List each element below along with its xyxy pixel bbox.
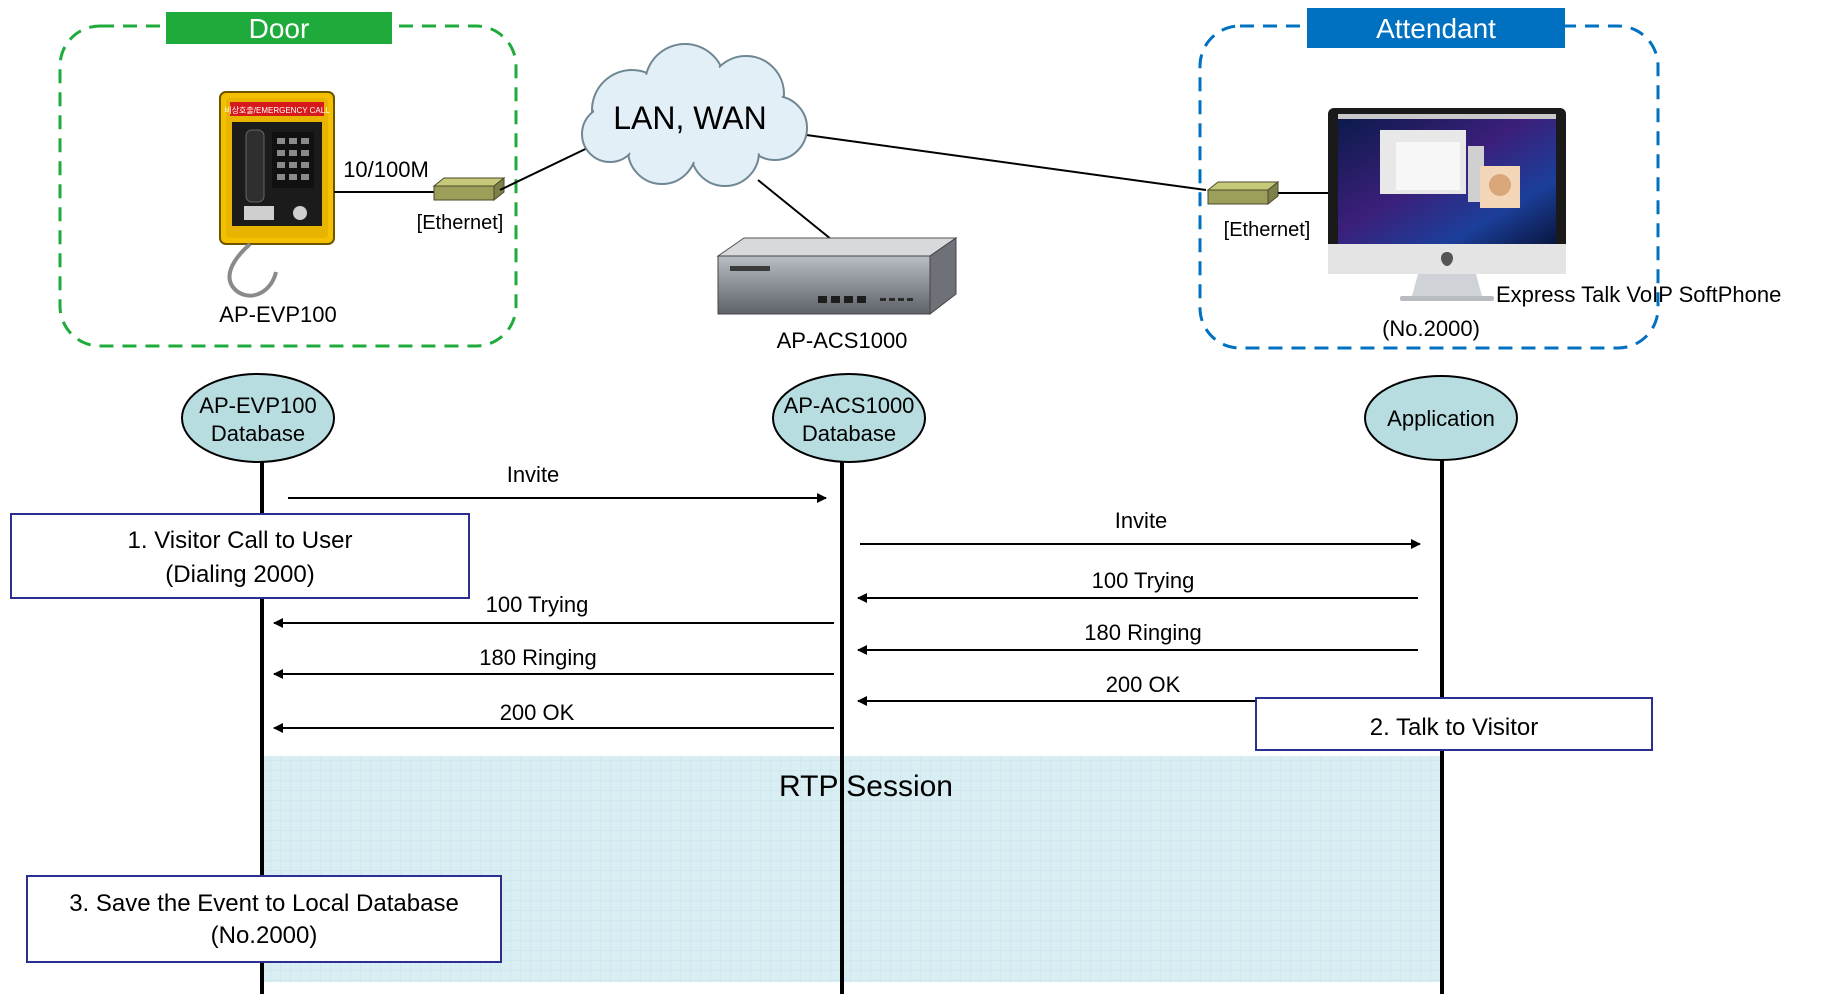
ethernet-switch-right-icon xyxy=(1206,180,1280,206)
lan-wan-cloud-icon xyxy=(581,43,808,187)
note-visitor-call: 1. Visitor Call to User (Dialing 2000) xyxy=(10,513,470,599)
message-invite-evp-to-acs: Invite xyxy=(288,462,827,503)
note-talk-to-visitor: 2. Talk to Visitor xyxy=(1255,697,1653,751)
message-label: 180 Ringing xyxy=(479,645,596,670)
message-200-ok-acs-to-evp: 200 OK xyxy=(273,700,834,733)
lifeline-title: AP-EVP100 xyxy=(199,393,316,418)
message-label: 180 Ringing xyxy=(1084,620,1201,645)
ap-acs1000-server-image xyxy=(716,237,958,316)
ethernet-left-label: [Ethernet] xyxy=(417,212,504,234)
message-invite-acs-to-app: Invite xyxy=(860,508,1421,549)
message-180-ringing-acs-to-evp: 180 Ringing xyxy=(273,645,834,679)
link-speed-label: 10/100M xyxy=(343,157,429,182)
message-180-ringing-app-to-acs: 180 Ringing xyxy=(857,620,1418,655)
topology-section: Door 비상호출/EMERGENCY CALL xyxy=(58,8,1781,353)
lifeline-title: Application xyxy=(1387,406,1495,431)
lifeline-node-acs1000 xyxy=(772,373,926,463)
note-line: (No.2000) xyxy=(211,922,318,949)
door-group: Door 비상호출/EMERGENCY CALL xyxy=(58,12,518,348)
message-label: 200 OK xyxy=(1106,672,1181,697)
message-label: Invite xyxy=(507,462,560,487)
lifeline-node-evp100 xyxy=(181,373,335,463)
message-100-trying-acs-to-evp: 100 Trying xyxy=(273,592,834,628)
message-label: Invite xyxy=(1115,508,1168,533)
server-device-label: AP-ACS1000 xyxy=(777,328,908,353)
rtp-session-label: RTP Session xyxy=(779,770,953,803)
ap-evp100-phone-image: 비상호출/EMERGENCY CALL xyxy=(219,91,335,298)
cloud-to-server-link xyxy=(757,179,843,249)
switch-left-to-cloud-link xyxy=(499,141,601,191)
note-save-event: 3. Save the Event to Local Database (No.… xyxy=(26,875,502,963)
cloud-to-switch-right-link xyxy=(791,132,1207,191)
message-200-ok-app-to-acs: 200 OK xyxy=(857,672,1258,706)
note-line: 1. Visitor Call to User xyxy=(128,527,353,554)
note-line: 3. Save the Event to Local Database xyxy=(69,890,459,917)
lifeline-subtitle: Database xyxy=(802,421,896,446)
message-100-trying-app-to-acs: 100 Trying xyxy=(857,568,1418,603)
imac-computer-image xyxy=(1328,108,1566,301)
attendant-title: Attendant xyxy=(1376,13,1496,44)
lifeline-head-evp100: AP-EVP100 Database xyxy=(181,373,335,463)
sequence-section: RTP Session AP-EVP100 Database AP-ACS100… xyxy=(10,373,1653,994)
message-label: 100 Trying xyxy=(1092,568,1195,593)
note-line: (Dialing 2000) xyxy=(165,561,314,588)
lifeline-node-application xyxy=(1364,375,1518,461)
softphone-label: Express Talk VoIP SoftPhone xyxy=(1496,282,1781,307)
note-line: 2. Talk to Visitor xyxy=(1370,714,1539,741)
door-title: Door xyxy=(249,13,310,44)
door-panel-label: 비상호출/EMERGENCY CALL xyxy=(224,105,330,115)
ethernet-right-label: [Ethernet] xyxy=(1224,219,1311,241)
lifeline-title: AP-ACS1000 xyxy=(784,393,915,418)
lifeline-subtitle: Database xyxy=(211,421,305,446)
door-device-label: AP-EVP100 xyxy=(219,302,336,327)
door-title-bar xyxy=(166,12,392,44)
message-label: 200 OK xyxy=(500,700,575,725)
lifeline-head-acs1000: AP-ACS1000 Database xyxy=(772,373,926,463)
attendant-title-bar xyxy=(1307,8,1565,48)
softphone-number: (No.2000) xyxy=(1382,316,1480,341)
message-label: 100 Trying xyxy=(486,592,589,617)
cloud-label: LAN, WAN xyxy=(613,100,767,136)
ethernet-switch-left-icon xyxy=(432,176,506,202)
attendant-group: Attendant [Ethernet] xyxy=(1198,8,1781,350)
lifeline-head-application: Application xyxy=(1364,375,1518,461)
